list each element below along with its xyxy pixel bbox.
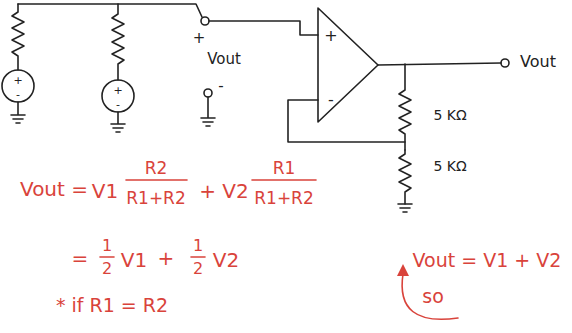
fraction-bar: [100, 256, 114, 258]
resistor-symbol: [399, 150, 411, 204]
resistor-value: 5 KΩ: [433, 159, 466, 173]
result-equation: Vout = V1 + V2: [413, 251, 562, 270]
wire: [378, 63, 501, 65]
equation-text: + V2: [199, 181, 249, 201]
resistor-symbol: [12, 4, 24, 70]
note-text: so: [422, 287, 444, 306]
voltage-source: [102, 80, 134, 112]
equation-text: 2: [102, 261, 112, 277]
equation-text: 2: [193, 261, 203, 277]
signal-name: Vout: [207, 52, 241, 67]
signal-name: Vout: [520, 54, 556, 70]
source-polarity: +: [113, 85, 122, 96]
wire: [18, 4, 202, 17]
condition-note: * if R1 = R2: [56, 296, 168, 315]
resistor-value: 5 KΩ: [433, 108, 466, 122]
terminal-polarity: -: [218, 79, 223, 94]
equation-text: =: [72, 248, 89, 268]
source-polarity: +: [13, 75, 22, 86]
equation-text: 1: [193, 238, 203, 254]
fraction-bar: [191, 256, 205, 258]
ground-symbol: [398, 204, 412, 212]
equation-text: R1+R2: [254, 190, 314, 207]
terminal: [204, 89, 212, 97]
arrowhead: [397, 264, 409, 276]
equation-text: V1: [121, 250, 147, 270]
fraction-bar: [252, 179, 316, 181]
equation-text: Vout =: [20, 179, 88, 199]
voltage-source: [2, 70, 34, 102]
source-polarity: -: [16, 89, 20, 100]
equation-text: V1: [92, 181, 118, 201]
resistor-symbol: [399, 64, 411, 150]
equation-text: V2: [213, 250, 239, 270]
ground-symbol: [201, 97, 215, 126]
equation-text: R1+R2: [126, 190, 186, 207]
terminal: [501, 59, 509, 67]
wire: [209, 21, 318, 35]
equation-text: R1: [273, 160, 296, 177]
input-polarity: +: [324, 28, 337, 44]
equation-text: 1: [102, 238, 112, 254]
curved-arrow: [402, 274, 458, 319]
equation-text: R2: [145, 160, 168, 177]
terminal-polarity: +: [193, 31, 206, 46]
opamp-symbol: [318, 8, 378, 122]
equation-text: +: [158, 248, 175, 268]
wire: [288, 100, 405, 142]
fraction-bar: [126, 179, 187, 181]
input-polarity: -: [328, 92, 334, 108]
ground-symbol: [11, 102, 25, 123]
ground-symbol: [111, 112, 125, 132]
terminal: [201, 17, 209, 25]
source-polarity: -: [116, 99, 120, 110]
resistor-symbol: [112, 4, 124, 80]
